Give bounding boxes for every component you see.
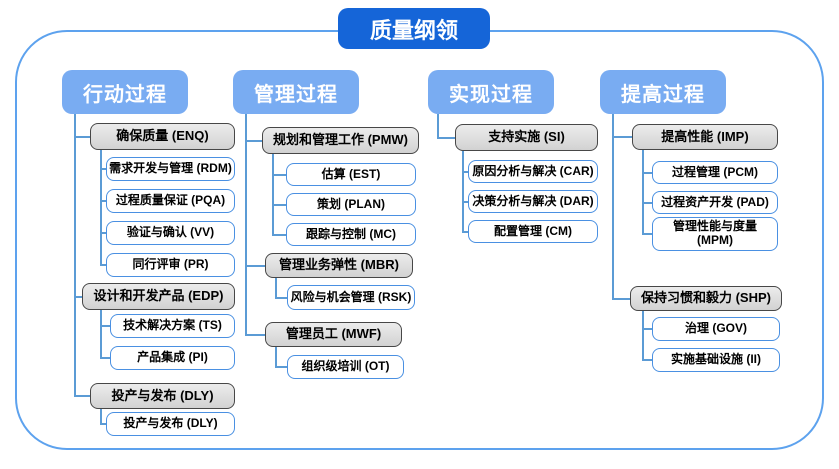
group-node: 支持实施 (SI) (455, 124, 598, 151)
connector-vline (100, 310, 102, 358)
connector-hline (272, 173, 286, 176)
item-node: 实施基础设施 (II) (652, 348, 780, 372)
group-node: 提高性能 (IMP) (632, 124, 778, 150)
diagram-title: 质量纲领 (338, 8, 490, 49)
item-node: 产品集成 (PI) (110, 346, 235, 370)
connector-hline (74, 135, 90, 138)
column-header: 行动过程 (62, 70, 188, 114)
group-node: 确保质量 (ENQ) (90, 123, 235, 150)
item-node: 技术解决方案 (TS) (110, 314, 235, 338)
connector-hline (272, 203, 286, 206)
item-node: 同行评审 (PR) (106, 253, 235, 277)
item-node: 过程质量保证 (PQA) (106, 189, 235, 213)
connector-hline (462, 230, 468, 233)
item-node: 估算 (EST) (286, 163, 416, 186)
connector-vline (612, 114, 614, 299)
item-node: 管理性能与度量 (MPM) (652, 217, 778, 251)
connector-hline (275, 296, 287, 299)
connector-hline (100, 357, 110, 359)
item-node: 跟踪与控制 (MC) (286, 223, 416, 246)
connector-vline (245, 114, 247, 335)
connector-vline (74, 114, 76, 396)
connector-vline (272, 154, 274, 235)
item-node: 风险与机会管理 (RSK) (287, 285, 415, 310)
connector-vline (642, 150, 644, 234)
connector-hline (642, 171, 652, 174)
connector-hline (462, 200, 468, 203)
connector-hline (74, 395, 90, 397)
connector-hline (462, 170, 468, 173)
connector-hline (100, 168, 106, 170)
group-node: 管理员工 (MWF) (265, 322, 402, 347)
connector-hline (642, 328, 652, 330)
item-node: 原因分析与解决 (CAR) (468, 160, 598, 183)
connector-hline (100, 232, 106, 234)
connector-hline (100, 264, 106, 266)
connector-hline (272, 233, 286, 236)
connector-vline (275, 278, 277, 298)
connector-hline (275, 366, 287, 368)
group-node: 规划和管理工作 (PMW) (262, 127, 419, 154)
connector-hline (612, 297, 630, 300)
connector-hline (612, 136, 632, 138)
item-node: 验证与确认 (VV) (106, 221, 235, 245)
connector-hline (100, 200, 106, 202)
connector-hline (245, 139, 262, 142)
connector-vline (100, 409, 102, 424)
column-header: 管理过程 (233, 70, 359, 114)
item-node: 治理 (GOV) (652, 317, 780, 341)
connector-hline (74, 295, 82, 298)
group-node: 管理业务弹性 (MBR) (265, 253, 413, 278)
connector-hline (100, 423, 106, 425)
connector-vline (642, 311, 644, 360)
column-header: 实现过程 (428, 70, 554, 114)
item-node: 组织级培训 (OT) (287, 355, 404, 379)
connector-hline (437, 136, 455, 139)
connector-hline (642, 201, 652, 204)
connector-hline (642, 359, 652, 361)
connector-hline (100, 325, 110, 327)
connector-vline (275, 347, 277, 367)
item-node: 策划 (PLAN) (286, 193, 416, 216)
item-node: 过程管理 (PCM) (652, 161, 778, 184)
connector-vline (462, 151, 464, 232)
connector-vline (437, 114, 439, 138)
column-header: 提高过程 (600, 70, 726, 114)
item-node: 决策分析与解决 (DAR) (468, 190, 598, 213)
group-node: 投产与发布 (DLY) (90, 383, 235, 409)
connector-hline (245, 264, 265, 267)
connector-vline (100, 150, 102, 265)
item-node: 需求开发与管理 (RDM) (106, 157, 235, 181)
connector-hline (642, 233, 652, 235)
item-node: 配置管理 (CM) (468, 220, 598, 243)
connector-hline (245, 333, 265, 336)
group-node: 设计和开发产品 (EDP) (82, 283, 235, 310)
item-node: 过程资产开发 (PAD) (652, 191, 778, 214)
group-node: 保持习惯和毅力 (SHP) (630, 286, 782, 311)
item-node: 投产与发布 (DLY) (106, 412, 235, 436)
